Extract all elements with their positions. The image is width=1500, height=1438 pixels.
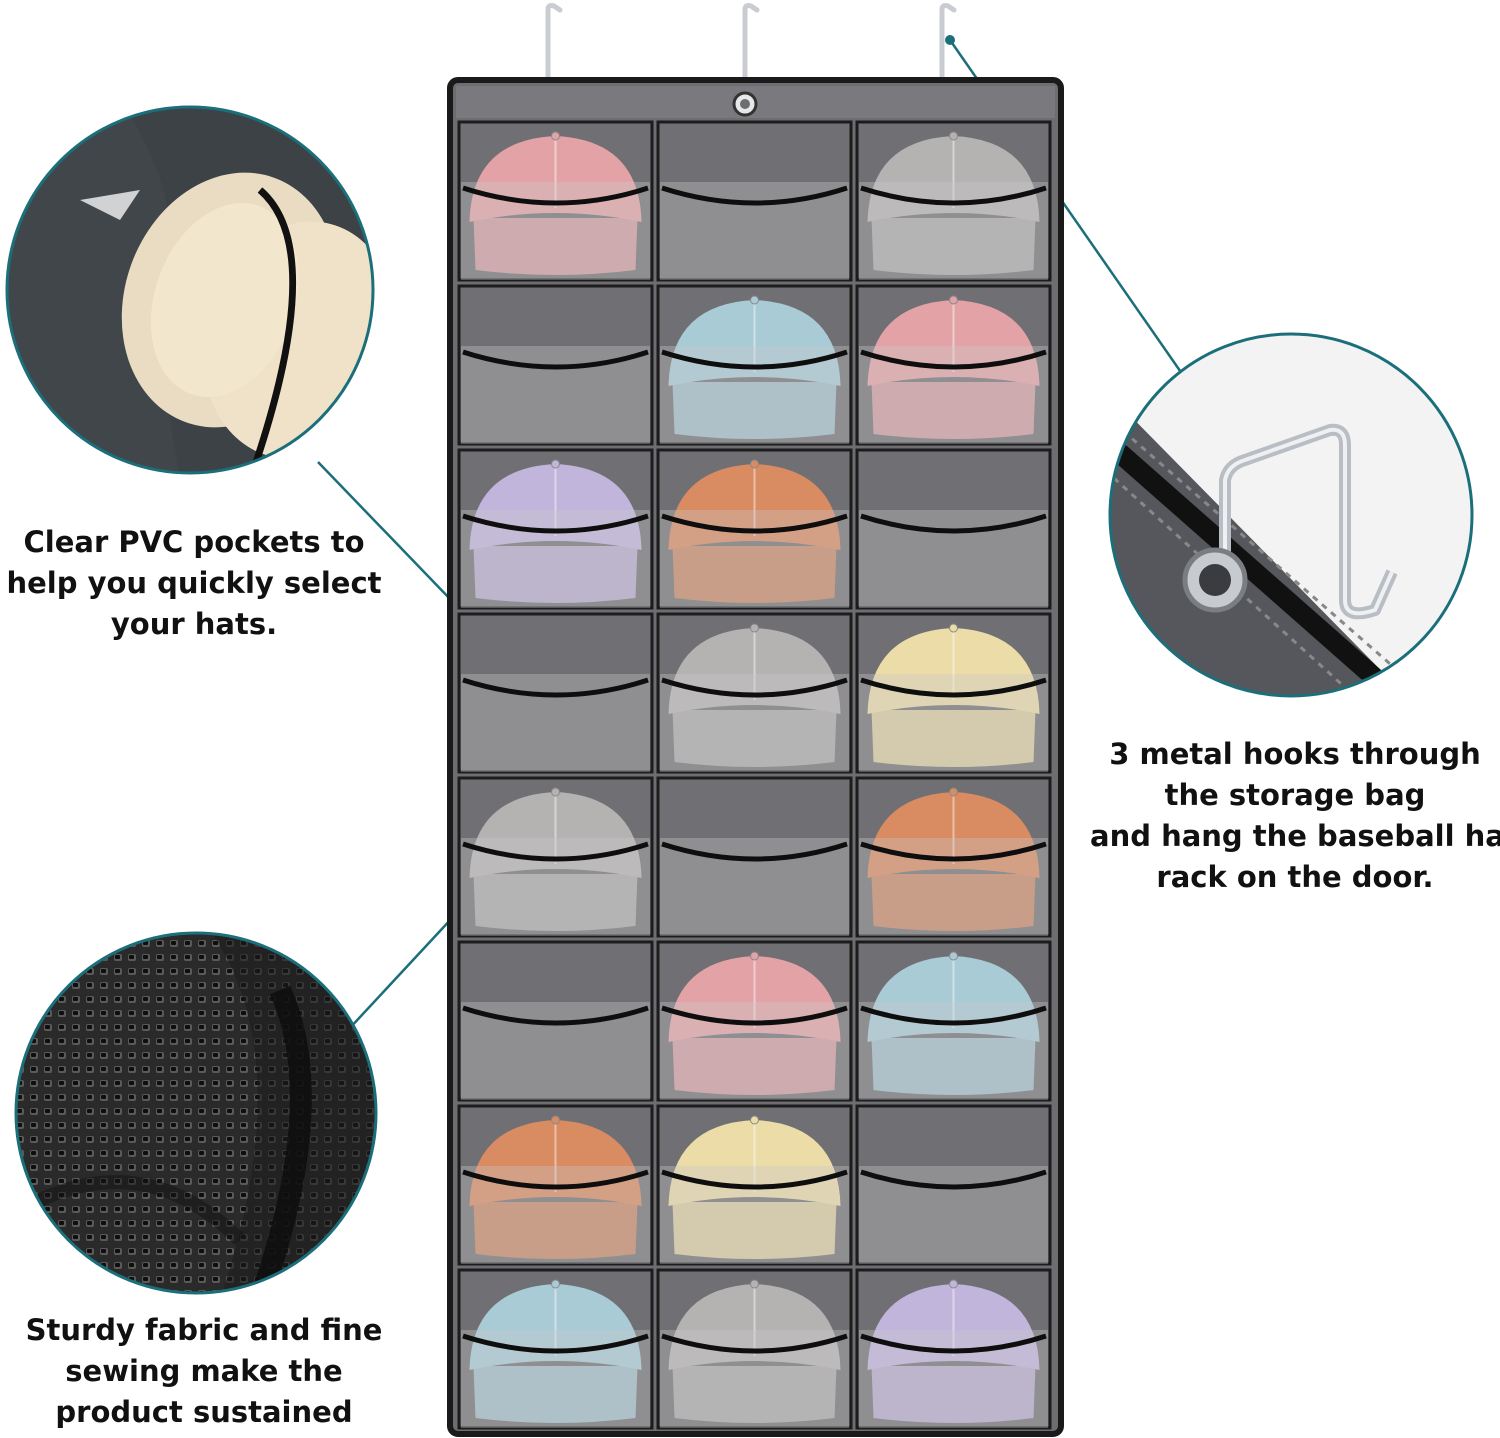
door-hooks: [545, 3, 957, 95]
pocket: [656, 612, 853, 774]
pocket: [457, 284, 654, 446]
caption-metal-hooks: 3 metal hooks through the storage bag an…: [1090, 734, 1500, 898]
hook-left: [545, 3, 563, 95]
pocket: [457, 1268, 654, 1430]
pocket: [855, 1104, 1052, 1266]
pocket: [656, 940, 853, 1102]
pocket: [656, 776, 853, 938]
pocket: [855, 120, 1052, 282]
pocket: [855, 284, 1052, 446]
caption-line: help you quickly select: [6, 566, 382, 600]
caption-pvc-pockets: Clear PVC pockets to help you quickly se…: [0, 522, 388, 645]
pocket: [457, 612, 654, 774]
fabric-mesh-closeup-image: [14, 931, 378, 1295]
caption-line: and hang the baseball hat: [1090, 819, 1500, 853]
pocket-grid: [457, 120, 1052, 1430]
pocket: [855, 940, 1052, 1102]
pocket: [457, 120, 654, 282]
pocket: [457, 1104, 654, 1266]
callout-dot-hook: [945, 35, 955, 45]
hook-right: [939, 3, 957, 95]
caption-line: sewing make the: [65, 1354, 343, 1388]
hook-middle: [742, 3, 760, 95]
pocket: [457, 940, 654, 1102]
caption-line: Sturdy fabric and fine: [25, 1313, 383, 1347]
pocket: [855, 1268, 1052, 1430]
pocket: [855, 612, 1052, 774]
metal-hook-closeup-image: [1108, 332, 1474, 698]
caption-line: your hats.: [110, 607, 278, 641]
pocket: [656, 448, 853, 610]
caption-line: Clear PVC pockets to: [23, 525, 365, 559]
caption-line: 3 metal hooks through: [1109, 737, 1481, 771]
caption-line: the storage bag: [1164, 778, 1426, 812]
caption-sturdy-fabric: Sturdy fabric and fine sewing make the p…: [0, 1310, 408, 1433]
pocket: [656, 284, 853, 446]
pocket: [855, 776, 1052, 938]
caption-line: product sustained: [55, 1395, 353, 1429]
pocket: [457, 448, 654, 610]
pvc-pocket-closeup-image: [5, 105, 375, 475]
pocket: [656, 120, 853, 282]
pocket: [656, 1104, 853, 1266]
pocket: [855, 448, 1052, 610]
pocket: [457, 776, 654, 938]
caption-line: rack on the door.: [1156, 860, 1434, 894]
pocket: [656, 1268, 853, 1430]
